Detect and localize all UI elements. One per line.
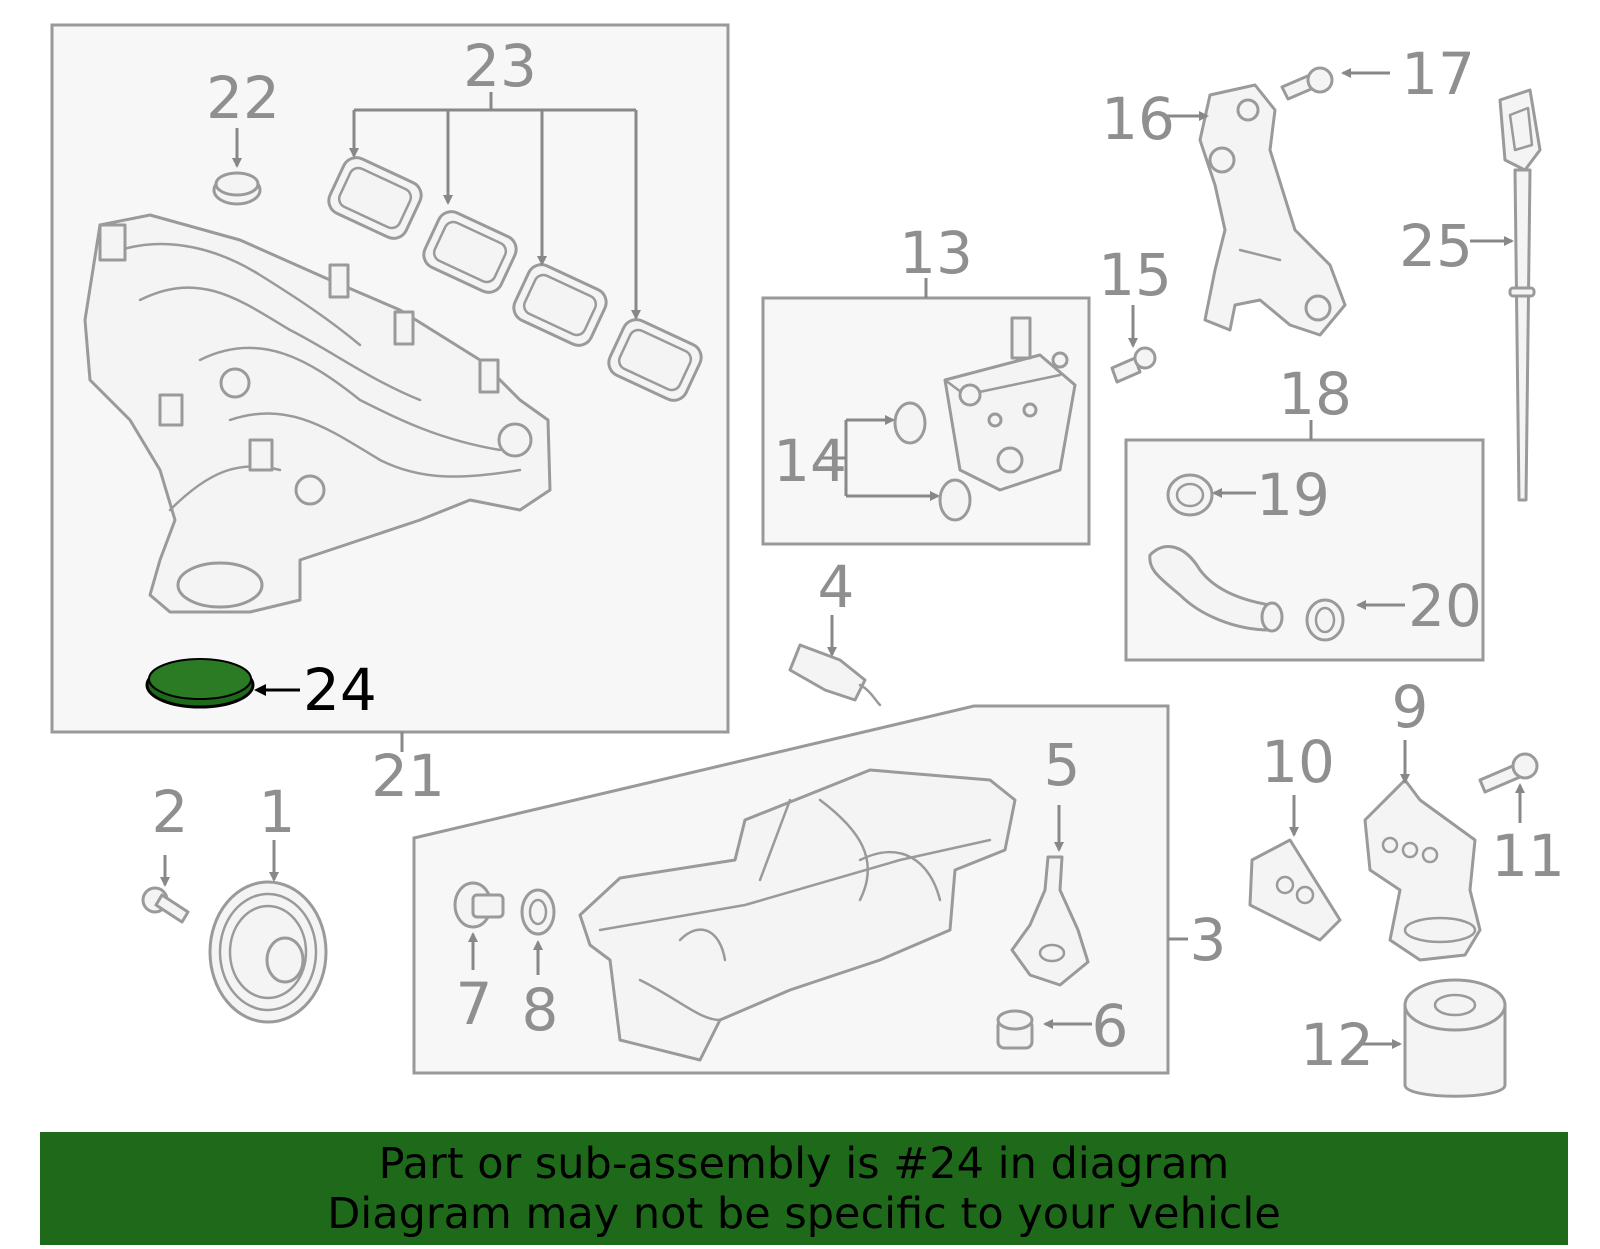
part-16-bracket [1165,83,1347,337]
callout-16: 16 [1101,85,1175,153]
part-14-o-rings [822,401,972,522]
part-7-drain-plug [453,881,505,970]
callout-6: 6 [1092,992,1129,1060]
callout-17: 17 [1401,40,1475,108]
callout-25: 25 [1399,212,1473,280]
banner-line-2: Diagram may not be specific to your vehi… [327,1188,1281,1239]
callout-15: 15 [1098,241,1172,309]
callout-12: 12 [1300,1011,1374,1079]
part-hose [1148,545,1284,633]
part-25-dipstick [1470,88,1542,502]
callout-13: 13 [899,219,973,287]
part-24-gasket-highlight [145,658,300,709]
callout-19: 19 [1256,461,1330,529]
callout-7: 7 [456,970,493,1038]
callout-20: 20 [1408,572,1482,640]
callout-18: 18 [1278,360,1352,428]
callout-10: 10 [1261,728,1335,796]
callout-14: 14 [773,427,847,495]
part-17-bolt [1280,66,1390,101]
callout-21: 21 [371,742,445,810]
info-banner: Part or sub-assembly is #24 in diagram D… [40,1132,1568,1245]
callout-22: 22 [206,64,280,132]
intake-manifold [83,213,552,614]
part-23-gaskets [327,92,703,402]
part-2-bolt [141,855,190,924]
callout-4: 4 [818,553,855,621]
callout-11: 11 [1491,822,1565,890]
callout-2: 2 [152,778,189,846]
part-10-gasket [1248,795,1342,942]
part-8-washer [520,888,556,975]
part-12-oil-filter [1360,978,1507,1098]
part-15-bolt [1110,305,1157,384]
part-13-oil-cooler [943,316,1077,492]
callout-1: 1 [259,778,296,846]
banner-line-1: Part or sub-assembly is #24 in diagram [378,1138,1230,1189]
part-4-sensor [788,615,882,707]
part-11-bolt [1478,752,1539,823]
callout-9: 9 [1392,673,1429,741]
part-3-oil-pan [578,768,1017,1062]
part-5-strainer [1010,805,1090,987]
callout-24: 24 [303,656,377,724]
part-19-clamp [1166,473,1256,517]
callout-23: 23 [463,32,537,100]
part-6-nut [996,1009,1092,1050]
part-22-cap [212,128,262,206]
part-9-pump [1363,740,1482,962]
callout-3: 3 [1190,906,1227,974]
part-1-pulley [208,840,328,1024]
callout-8: 8 [522,976,559,1044]
part-20-clamp [1305,598,1405,642]
callout-5: 5 [1044,731,1081,799]
